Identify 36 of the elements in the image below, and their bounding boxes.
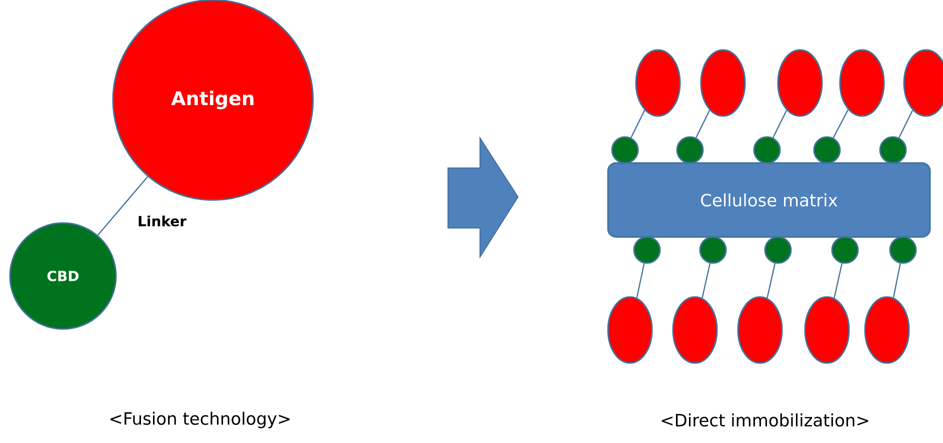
dot: [764, 236, 792, 264]
dot: [611, 136, 639, 164]
edge-label: Linker: [136, 214, 188, 228]
connector-line: [892, 263, 901, 298]
oval: [607, 296, 653, 364]
connector-line: [630, 110, 646, 138]
connector-line: [898, 110, 914, 138]
oval: [672, 296, 718, 364]
matrix-box: Cellulose matrix: [607, 162, 931, 238]
dot: [831, 236, 859, 264]
dot: [879, 136, 907, 164]
connector-line: [772, 110, 788, 138]
dot: [699, 236, 727, 264]
oval: [737, 296, 783, 364]
connector-line: [97, 176, 148, 236]
oval: [839, 49, 885, 117]
caption-text: <Fusion technology>: [110, 412, 290, 428]
connector-line: [696, 110, 710, 138]
dot: [889, 236, 917, 264]
connector-line: [766, 263, 776, 298]
oval: [635, 49, 681, 117]
oval: [700, 49, 746, 117]
circle-node: CBD: [9, 222, 117, 330]
oval: [804, 296, 850, 364]
oval: [777, 49, 823, 117]
oval: [903, 49, 943, 117]
dot: [753, 136, 781, 164]
dot: [633, 236, 661, 264]
connector-line: [702, 263, 711, 298]
connector-line: [636, 263, 645, 298]
dot: [813, 136, 841, 164]
dot: [676, 136, 704, 164]
connector-line: [834, 263, 843, 298]
oval: [864, 296, 910, 364]
connector-line: [832, 109, 849, 138]
caption-text: <Direct immobilization>: [662, 413, 868, 427]
